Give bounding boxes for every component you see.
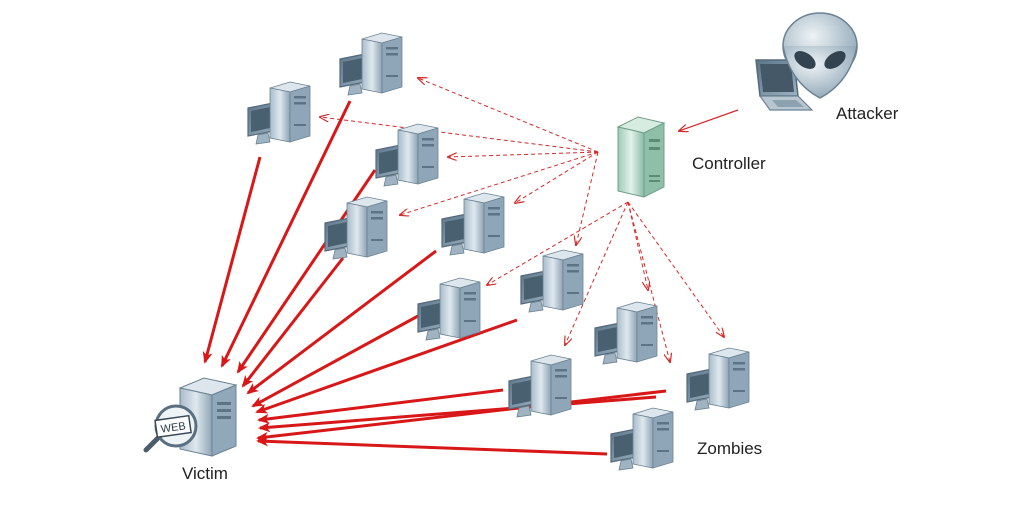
attack-arrow [236,169,377,374]
command-arrows [320,78,739,362]
attack-arrow [256,436,608,456]
zombie-computer [508,354,572,418]
attack-arrow [258,395,657,433]
zombie-computer [375,123,439,187]
web-badge-text: WEB [160,420,186,435]
command-arrow [418,78,599,153]
attack-arrow [220,100,352,368]
attack-arrow [257,388,504,424]
attack-arrow [255,318,518,414]
magnifier-web-icon: WEB [143,404,198,453]
command-arrow [565,201,629,345]
zombie-computer [324,196,388,260]
zombies-label: Zombies [697,439,763,458]
zombie-computer [594,301,658,365]
attacker-command-arrow [679,109,739,131]
zombie-computer [520,249,584,313]
command-arrow [448,151,599,157]
attack-arrow [202,156,262,364]
laptop-icon [755,59,814,111]
attack-arrow [256,389,667,442]
attack-arrow [251,314,419,408]
controller-label: Controller [692,154,766,173]
command-arrow [487,201,629,285]
zombie-computer [610,407,674,471]
server-tower-icon [616,116,666,198]
command-arrow [515,151,599,203]
command-arrow [320,117,599,153]
zombie-computer [247,81,311,145]
attacker-label: Attacker [836,104,899,123]
victim-label: Victim [182,464,228,483]
zombie-computer [417,277,481,341]
zombie-computer [339,32,403,96]
attack-arrows [202,100,667,456]
attack-arrow [241,257,345,388]
machines [247,32,750,471]
command-arrow [576,151,599,245]
alien-head-icon [782,12,858,99]
attack-arrow [246,249,437,395]
zombie-computer [441,192,505,256]
zombie-computer [686,347,750,411]
